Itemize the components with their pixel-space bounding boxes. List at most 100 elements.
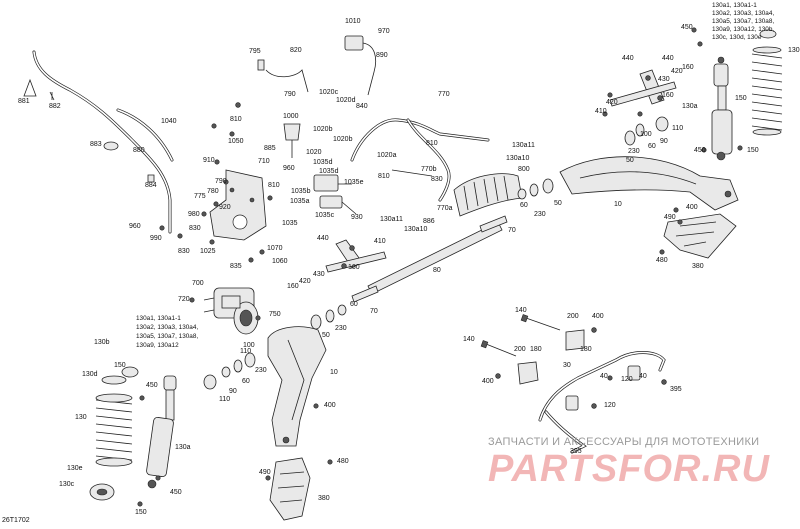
skid-plate-380-left	[269, 457, 311, 521]
callout-label: 960	[129, 223, 141, 230]
watermark-logo: PARTSFOR.RU	[488, 448, 770, 490]
callout-label: 130c	[59, 481, 75, 488]
callout-label: 130a10	[506, 155, 529, 162]
bushings-upper-right	[517, 92, 669, 200]
callout-label: 230	[628, 148, 640, 155]
callout-label: 40	[639, 373, 647, 380]
callout-label: 1040	[161, 118, 177, 125]
trailing-arm-10-right	[559, 156, 739, 211]
callout-label: 890	[376, 52, 388, 59]
callout-label: 120	[621, 376, 633, 383]
callout-label: 780	[207, 188, 219, 195]
callout-label: 700	[192, 280, 204, 287]
spring-seat-130c	[89, 483, 115, 501]
callout-label: 130a9, 130a12	[136, 342, 179, 349]
callout-label: 490	[664, 214, 676, 221]
callout-label: 1035	[282, 220, 298, 227]
callout-label: 1060	[272, 258, 288, 265]
rod-70-lower	[351, 285, 379, 303]
callout-label: 810	[426, 140, 438, 147]
callout-label: 710	[258, 158, 270, 165]
callout-label: 886	[423, 218, 435, 225]
callout-label: 450	[694, 147, 706, 154]
callout-label: 400	[592, 313, 604, 320]
callout-label: 130e	[67, 465, 83, 472]
callout-label: 395	[570, 448, 582, 455]
fasteners-right	[137, 27, 743, 507]
callout-label: 150	[114, 362, 126, 369]
callout-label: 790	[284, 91, 296, 98]
callout-label: 10	[330, 369, 338, 376]
callout-label: 770a	[437, 205, 453, 212]
callout-label: 881	[18, 98, 30, 105]
callout-label: 100	[640, 131, 652, 138]
bolts-140	[480, 314, 561, 357]
callout-label: 430	[658, 76, 670, 83]
callout-label: 130	[788, 47, 800, 54]
callout-label: 160	[682, 64, 694, 71]
watermark-subtitle: ЗАПЧАСТИ И АКСЕССУАРЫ ДЛЯ МОТОТЕХНИКИ	[488, 436, 760, 448]
callout-label: 400	[324, 402, 336, 409]
callout-label: 1035b	[291, 188, 311, 195]
callout-label: 130	[75, 414, 87, 421]
callout-label: 80	[433, 267, 441, 274]
callout-label: 420	[671, 68, 683, 75]
callout-label: 820	[290, 47, 302, 54]
callout-label: 980	[188, 211, 200, 218]
callout-label: 60	[520, 202, 528, 209]
trailing-arm-10-left	[267, 326, 327, 447]
air-line-770	[350, 118, 490, 202]
callout-label: 70	[370, 308, 378, 315]
callout-label: 884	[145, 182, 157, 189]
callout-label: 830	[178, 248, 190, 255]
callout-label: 200	[514, 346, 526, 353]
sensor-795	[257, 59, 265, 71]
spring-seat-130b	[759, 29, 777, 39]
callout-label: 775	[194, 193, 206, 200]
callout-label: 150	[747, 147, 759, 154]
callout-label: 1025	[200, 248, 216, 255]
callout-label: 150	[135, 509, 147, 516]
clip-883	[103, 141, 119, 151]
callout-label: 490	[259, 469, 271, 476]
bushings-left	[203, 304, 347, 390]
callout-label: 1035d	[319, 168, 339, 175]
callout-label: 130a2, 130a3, 130a4,	[136, 324, 198, 331]
shaft-80	[367, 221, 503, 295]
air-bellow-800	[453, 173, 523, 217]
callout-label: 130a11	[512, 142, 535, 149]
callout-label: 130b	[94, 339, 110, 346]
callout-label: 800	[518, 166, 530, 173]
callout-label: 400	[482, 378, 494, 385]
callout-label: 883	[90, 141, 102, 148]
callout-label: 1010	[345, 18, 361, 25]
skid-plate-380-right	[663, 213, 737, 259]
callout-label: 130c, 130d, 130e	[712, 34, 762, 41]
sway-bar-brackets	[517, 329, 585, 385]
callout-label: 885	[264, 145, 276, 152]
callout-label: 130a10	[404, 226, 427, 233]
spring-130-left	[95, 393, 133, 467]
callout-label: 130a2, 130a3, 130a4,	[712, 10, 774, 17]
callout-label: 840	[356, 103, 368, 110]
callout-label: 830	[431, 176, 443, 183]
hose-1040	[116, 108, 174, 162]
callout-label: 795	[249, 48, 261, 55]
callout-label: 400	[686, 204, 698, 211]
callout-label: 810	[268, 182, 280, 189]
callout-label: 160	[348, 264, 360, 271]
callout-label: 410	[374, 238, 386, 245]
callout-label: 960	[283, 165, 295, 172]
callout-label: 910	[203, 157, 215, 164]
clip-884	[147, 174, 155, 183]
callout-label: 110	[219, 396, 230, 403]
callout-label: 1020b	[333, 136, 353, 143]
callout-label: 180	[530, 346, 542, 353]
callout-label: 130a9, 130a12, 130b,	[712, 26, 774, 33]
callout-label: 1020d	[336, 97, 356, 104]
callout-label: 920	[219, 204, 231, 211]
callout-label: 60	[648, 143, 656, 150]
